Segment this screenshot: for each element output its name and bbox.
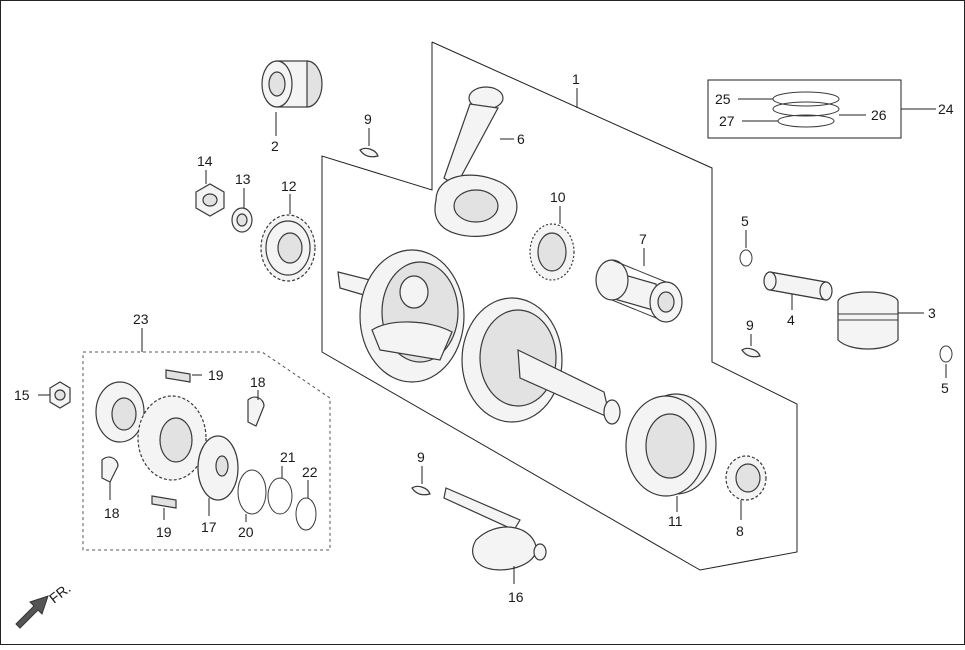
balancer-shaft-16 xyxy=(443,487,547,571)
plate-17 xyxy=(197,435,239,501)
callout-19-lower: 19 xyxy=(156,524,172,540)
washer-20 xyxy=(237,469,267,515)
callout-5-upper: 5 xyxy=(741,213,749,229)
spring-19-upper xyxy=(165,369,191,383)
front-direction-label: FR. xyxy=(46,580,74,606)
crank-web-right xyxy=(461,297,621,425)
group-outline-crankshaft xyxy=(321,41,798,571)
piston-rings-25-26-27 xyxy=(772,91,840,128)
spring-19-lower xyxy=(151,495,177,509)
callout-10: 10 xyxy=(550,189,566,205)
bearing-11 xyxy=(625,393,717,497)
pin-18-lower xyxy=(101,456,119,483)
group-outline-balancer-gear xyxy=(82,351,331,551)
crank-web-left xyxy=(337,249,465,383)
hub-23 xyxy=(95,381,145,443)
callout-4: 4 xyxy=(787,312,795,328)
callout-18-upper: 18 xyxy=(250,374,266,390)
callout-14: 14 xyxy=(197,153,213,169)
callout-9-bottom: 9 xyxy=(417,449,425,465)
callout-1: 1 xyxy=(572,71,580,87)
callout-22: 22 xyxy=(302,464,318,480)
callout-6: 6 xyxy=(517,131,525,147)
callout-2: 2 xyxy=(271,138,279,154)
woodruff-key-9-top xyxy=(359,147,379,158)
nut-14 xyxy=(195,183,225,217)
callout-3: 3 xyxy=(928,305,936,321)
gear-23 xyxy=(137,395,207,481)
callout-9-right: 9 xyxy=(746,317,754,333)
connecting-rod-6 xyxy=(434,86,518,237)
leader-lines xyxy=(38,88,947,584)
callout-labels: 1 2 3 4 5 5 6 7 8 9 9 9 10 11 12 13 14 1… xyxy=(14,71,954,605)
callout-21: 21 xyxy=(280,449,296,465)
callout-15: 15 xyxy=(14,387,30,403)
callout-26: 26 xyxy=(871,107,887,123)
callout-24: 24 xyxy=(938,101,954,117)
callout-19-upper: 19 xyxy=(208,367,224,383)
gear-8 xyxy=(725,455,767,501)
callout-13: 13 xyxy=(235,171,251,187)
callout-17: 17 xyxy=(201,519,217,535)
nut-15 xyxy=(49,381,71,409)
callout-27: 27 xyxy=(719,113,735,129)
piston-3 xyxy=(837,291,899,350)
callout-12: 12 xyxy=(281,178,297,194)
circlip-22 xyxy=(295,497,317,531)
gear-12 xyxy=(260,214,316,282)
needle-bearing-10 xyxy=(529,223,575,281)
woodruff-key-9-bottom xyxy=(411,485,431,496)
washer-13 xyxy=(231,207,253,233)
callout-20: 20 xyxy=(238,524,254,540)
piston-pin-clip-5-lower xyxy=(939,345,953,363)
callout-7: 7 xyxy=(639,231,647,247)
callout-5-lower: 5 xyxy=(941,380,949,396)
callout-11: 11 xyxy=(668,513,683,529)
pin-18-upper xyxy=(247,396,265,427)
front-direction-arrow-icon xyxy=(15,595,49,629)
callout-25: 25 xyxy=(715,91,731,107)
piston-pin-clip-5-upper xyxy=(739,249,753,267)
callout-16: 16 xyxy=(508,589,524,605)
washer-21 xyxy=(267,477,293,515)
bearing-2 xyxy=(261,60,323,108)
callout-9-top: 9 xyxy=(364,111,372,127)
callout-23: 23 xyxy=(133,311,149,327)
piston-pin-4 xyxy=(763,271,833,301)
woodruff-key-9-right xyxy=(741,347,761,358)
callout-8: 8 xyxy=(736,523,744,539)
callout-18-lower: 18 xyxy=(104,505,120,521)
crank-pin-7 xyxy=(595,259,683,323)
